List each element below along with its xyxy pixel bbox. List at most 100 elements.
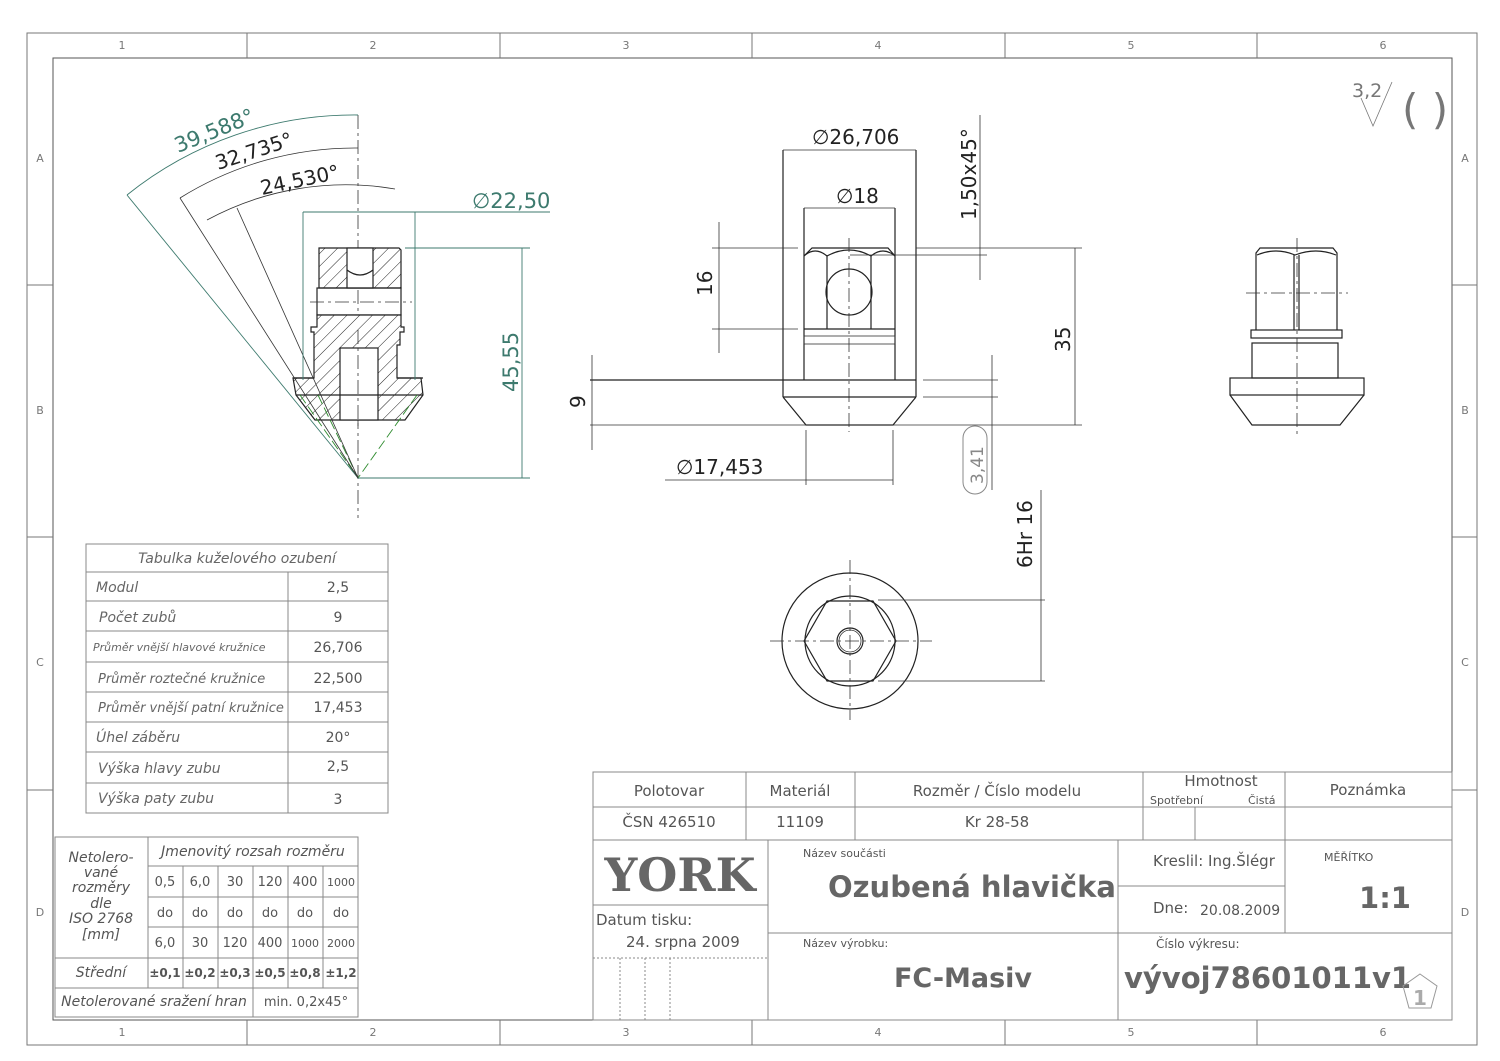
gear-row-label: Průměr roztečné kružnice [98, 672, 265, 687]
chamfer-dim: 1,50x45° [957, 128, 981, 220]
drawing-number: vývoj78601011v1 [1124, 961, 1411, 995]
zone-row: C [36, 656, 44, 669]
zone-row: D [36, 906, 44, 919]
tolerance-class-label: Střední [76, 965, 129, 981]
date: 20.08.2009 [1200, 903, 1280, 919]
zone-col: 5 [1128, 1026, 1135, 1039]
scale: 1:1 [1359, 881, 1411, 915]
zone-col: 6 [1380, 1026, 1387, 1039]
section-view: 39,588° 32,735° 24,530° ∅22,50 45,55 [126, 104, 550, 518]
front-view: ∅26,706 ∅18 16 9 1,50x45° 35 ∅17,453 [566, 115, 1082, 495]
gear-row-value: 26,706 [314, 640, 363, 656]
gear-row-value: 17,453 [314, 700, 363, 716]
zone-col: 4 [875, 1026, 882, 1039]
zone-col: 2 [370, 39, 377, 52]
zone-col: 3 [623, 39, 630, 52]
tolerance-left-label: vané [84, 865, 119, 881]
gear-row-value: 2,5 [327, 759, 349, 775]
zone-col: 3 [623, 1026, 630, 1039]
tolerance-table: Netolero- vané rozměry dle ISO 2768 [mm]… [54, 836, 359, 1018]
roughness-bracket: ( ) [1402, 85, 1448, 134]
bottom-view: 6Hr 16 [770, 490, 1045, 720]
gear-row-value: 2,5 [327, 580, 349, 596]
tolerance-value: ±0,8 [289, 966, 320, 980]
gear-row-label: Výška paty zubu [98, 791, 214, 807]
tolerance-left-label: ISO 2768 [69, 911, 133, 927]
print-date-label: Datum tisku: [596, 911, 692, 929]
tolerance-value: ±0,2 [184, 966, 215, 980]
print-date: 24. srpna 2009 [626, 933, 740, 951]
header-size: Rozměr / Číslo modelu [913, 781, 1081, 800]
side-view [1229, 238, 1365, 436]
header-mass-gross: Spotřební [1150, 794, 1204, 807]
zone-col: 5 [1128, 39, 1135, 52]
hex-height-dim: 16 [693, 271, 717, 296]
part-name-label: Název součásti [803, 847, 886, 860]
thread-dim: 6Hr 16 [1013, 500, 1037, 568]
chamfer-label: Netolerované sražení hran [61, 994, 247, 1010]
zone-row: A [36, 152, 44, 165]
gear-row-value: 20° [326, 730, 351, 746]
range-do: do [262, 906, 278, 921]
zone-row: A [1461, 152, 1469, 165]
tolerance-left-label: dle [90, 896, 111, 912]
drawn-by: Kreslil: Ing.Šlégr [1153, 851, 1276, 870]
range-to: 1000 [291, 937, 319, 950]
root-diameter-dim: ∅17,453 [676, 455, 763, 479]
gear-row-label: Průměr vnější hlavové kružnice [93, 641, 266, 654]
tolerance-value: ±0,5 [254, 966, 285, 980]
flange-height-dim: 9 [566, 395, 590, 408]
angle-dim-inner: 24,530° [258, 160, 341, 200]
company-logo: YORK [603, 848, 757, 902]
revision-pentagon-icon [1402, 973, 1438, 1009]
drawing-number-label: Číslo výkresu: [1156, 936, 1240, 951]
zone-col: 1 [119, 39, 126, 52]
tolerance-left-label: [mm] [82, 927, 120, 943]
reference-balloon [962, 425, 988, 495]
range-from: 30 [227, 875, 244, 890]
gear-row-value: 22,500 [314, 671, 363, 687]
header-note: Poznámka [1330, 781, 1407, 799]
zone-row: B [1461, 404, 1469, 417]
range-from: 120 [258, 875, 283, 890]
scale-label: MĚŘÍTKO [1324, 851, 1374, 864]
tolerance-value: ±1,2 [325, 966, 356, 980]
gear-row-label: Úhel záběru [96, 728, 180, 746]
title-block: Polotovar Materiál Rozměr / Číslo modelu… [592, 771, 1453, 1021]
zone-col: 1 [119, 1026, 126, 1039]
gear-row-value: 3 [334, 792, 343, 808]
zone-labels: 1 2 3 4 5 6 1 2 3 4 5 6 A B C D A B C D [36, 39, 1469, 1039]
zone-row: D [1461, 906, 1469, 919]
range-from: 6,0 [190, 875, 211, 890]
gear-table: Tabulka kuželového ozubení Modul Počet z… [85, 543, 389, 814]
value-material: 11109 [776, 813, 824, 831]
hex-diameter-dim: ∅18 [836, 184, 879, 208]
reference-dim: 3,41 [968, 446, 988, 484]
header-blank: Polotovar [634, 782, 705, 800]
zone-row: B [36, 404, 44, 417]
range-from: 0,5 [155, 875, 176, 890]
part-name: Ozubená hlavička [828, 870, 1116, 904]
range-from: 1000 [327, 876, 355, 889]
surface-roughness-symbol: 3,2 ( ) [1352, 80, 1448, 134]
header-material: Materiál [770, 782, 831, 800]
range-to: 30 [192, 936, 209, 951]
date-label: Dne: [1153, 899, 1188, 917]
range-do: do [157, 906, 173, 921]
range-do: do [297, 906, 313, 921]
range-to: 2000 [327, 937, 355, 950]
range-do: do [227, 906, 243, 921]
range-to: 400 [258, 936, 283, 951]
zone-col: 6 [1380, 39, 1387, 52]
tolerance-left-label: Netolero- [68, 850, 133, 866]
zone-col: 4 [875, 39, 882, 52]
roughness-value: 3,2 [1352, 80, 1382, 102]
gear-row-value: 9 [334, 610, 343, 626]
outer-diameter-dim: ∅26,706 [812, 125, 899, 149]
range-to: 6,0 [155, 936, 176, 951]
range-do: do [192, 906, 208, 921]
tolerance-header: Jmenovitý rozsah rozměru [158, 844, 345, 860]
header-mass-net: Čistá [1248, 794, 1276, 807]
gear-row-label: Modul [96, 580, 138, 596]
